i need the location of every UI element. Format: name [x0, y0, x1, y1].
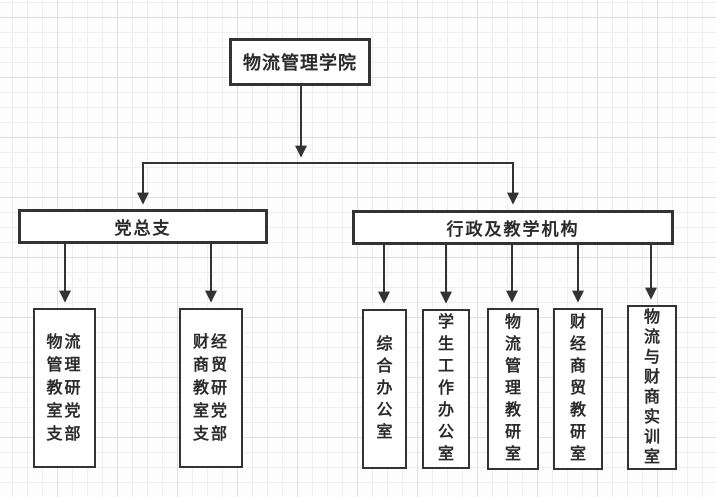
node-general-office-label: 综 合 办 公 室 — [376, 336, 393, 441]
node-logistics-teaching-office[interactable]: 物 流 管 理 教 研 室 — [487, 308, 539, 470]
node-college[interactable]: 物流管理学院 — [229, 38, 371, 86]
node-finance-trade-party-cell-label: 财经 商贸 教研 室党 支部 — [192, 333, 229, 443]
node-finance-trade-teaching-office-label: 财 经 商 贸 教 研 室 — [569, 314, 586, 463]
node-general-office[interactable]: 综 合 办 公 室 — [362, 309, 407, 469]
node-logistics-teaching-party-cell-label: 物流 管理 教研 室党 支部 — [46, 333, 83, 443]
node-party-branch-label: 党总支 — [114, 219, 172, 238]
node-party-branch[interactable]: 党总支 — [18, 209, 268, 244]
node-logistics-teaching-party-cell[interactable]: 物流 管理 教研 室党 支部 — [33, 308, 96, 468]
node-logistics-finance-training-room[interactable]: 物 流 与 财 商 实 训 室 — [627, 305, 677, 470]
node-college-label: 物流管理学院 — [243, 53, 357, 73]
node-student-affairs-office[interactable]: 学 生 工 作 办 公 室 — [422, 309, 470, 469]
node-finance-trade-teaching-office[interactable]: 财 经 商 贸 教 研 室 — [553, 308, 603, 470]
node-student-affairs-office-label: 学 生 工 作 办 公 室 — [437, 314, 454, 463]
node-logistics-teaching-office-label: 物 流 管 理 教 研 室 — [504, 314, 521, 463]
node-logistics-finance-training-room-label: 物 流 与 财 商 实 训 室 — [643, 308, 660, 466]
node-finance-trade-party-cell[interactable]: 财经 商贸 教研 室党 支部 — [179, 308, 243, 468]
node-admin-branch-label: 行政及教学机构 — [446, 220, 580, 239]
node-admin-branch[interactable]: 行政及教学机构 — [352, 210, 674, 245]
